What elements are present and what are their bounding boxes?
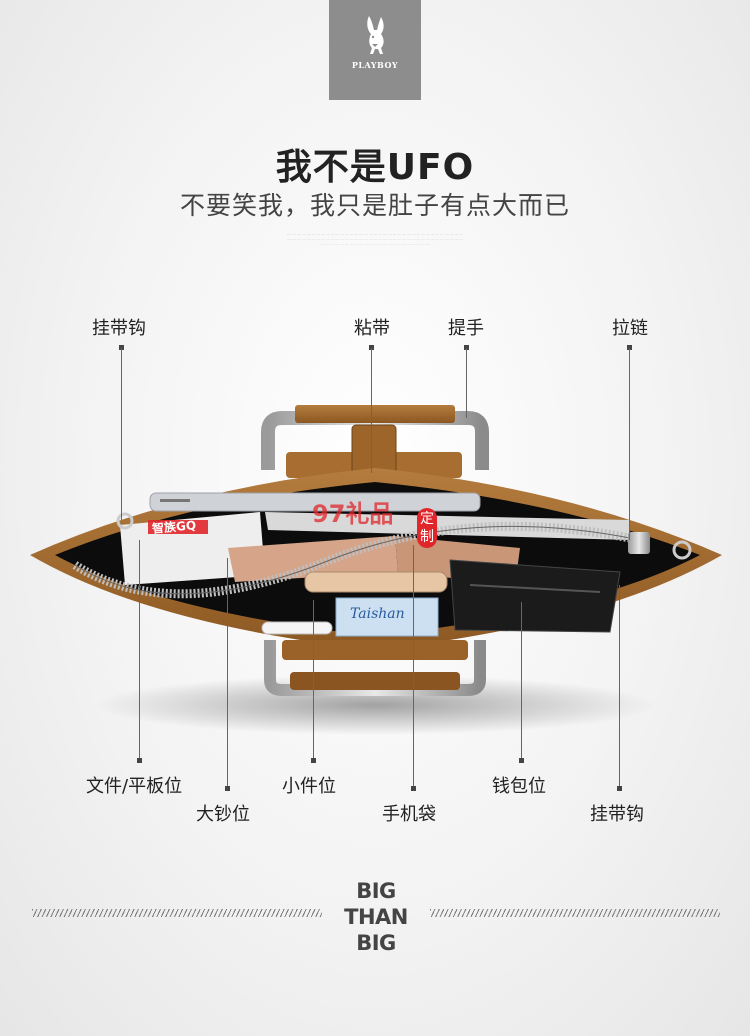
slogan: BIG THAN BIG xyxy=(338,878,414,956)
label-velcro: 粘带 xyxy=(354,318,390,339)
card-label: Taishan xyxy=(350,606,405,622)
decorative-hatch-right xyxy=(430,909,720,917)
label-small-items: 小件位 xyxy=(282,776,336,797)
bunny-icon xyxy=(367,16,384,54)
leader-dot xyxy=(411,786,416,791)
bottom-handle xyxy=(264,640,486,696)
leader-line xyxy=(466,348,467,418)
leader-line xyxy=(313,600,314,760)
leader-dot xyxy=(119,345,124,350)
leader-dot xyxy=(464,345,469,350)
watermark-text: 97礼品 xyxy=(312,500,394,528)
leader-line xyxy=(227,558,228,788)
leader-line xyxy=(139,540,140,760)
watermark-stamp: 定制 xyxy=(417,508,437,548)
leader-dot xyxy=(617,786,622,791)
leader-line xyxy=(619,585,620,788)
slogan-line-3: BIG xyxy=(356,931,396,955)
label-handle: 提手 xyxy=(448,318,484,339)
slogan-line-1: BIG xyxy=(356,879,396,903)
page-title: 我不是UFO xyxy=(275,147,475,188)
label-docs-tablet: 文件/平板位 xyxy=(86,776,183,797)
label-phone-pocket: 手机袋 xyxy=(382,804,436,825)
label-zipper: 拉链 xyxy=(612,318,648,339)
leader-dot xyxy=(369,345,374,350)
leader-line xyxy=(629,348,630,540)
leader-line xyxy=(413,545,414,788)
label-hook-bottom: 挂带钩 xyxy=(590,804,644,825)
slogan-line-2: THAN xyxy=(344,905,408,929)
leader-line xyxy=(521,602,522,760)
leader-dot xyxy=(137,758,142,763)
leader-line xyxy=(371,348,372,473)
brand-name: PLAYBOY xyxy=(351,60,399,70)
leader-dot xyxy=(225,786,230,791)
page-subtitle: 不要笑我，我只是肚子有点大而已 xyxy=(179,191,570,220)
leader-dot xyxy=(311,758,316,763)
label-large-bill: 大钞位 xyxy=(196,804,250,825)
leader-dot xyxy=(627,345,632,350)
label-wallet: 钱包位 xyxy=(492,776,546,797)
label-hook-top: 挂带钩 xyxy=(92,318,146,339)
decorative-fine-text: ..... .... .... .... .... .... .... ....… xyxy=(286,232,464,246)
decorative-hatch-left xyxy=(32,909,322,917)
leader-line xyxy=(121,348,122,520)
brand-logo: PLAYBOY xyxy=(329,0,421,100)
leader-dot xyxy=(519,758,524,763)
